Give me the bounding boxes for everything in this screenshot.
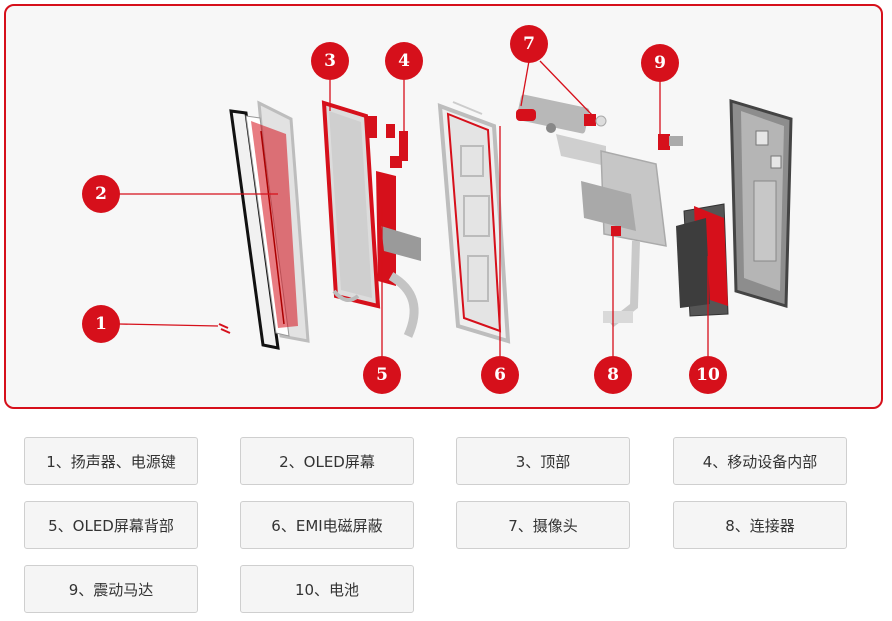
top-frame-part [321,100,381,309]
callout-3: 3 [311,42,349,80]
svg-text:2: 2 [95,184,107,204]
exploded-diagram-panel: 1 2 3 4 5 6 7 8 9 10 [4,4,883,409]
legend-item-7[interactable]: 7、摄像头 [456,501,630,549]
svg-text:7: 7 [523,34,535,54]
legend-item-9[interactable]: 9、震动马达 [24,565,198,613]
legend-item-2[interactable]: 2、OLED屏幕 [240,437,414,485]
legend-item-8[interactable]: 8、连接器 [673,501,847,549]
svg-text:8: 8 [607,365,619,385]
svg-text:10: 10 [696,365,720,385]
legend-item-3[interactable]: 3、顶部 [456,437,630,485]
callout-1: 1 [82,305,120,343]
back-cover-part [729,98,793,309]
legend-item-5[interactable]: 5、OLED屏幕背部 [24,501,198,549]
callout-6: 6 [481,356,519,394]
svg-text:1: 1 [95,314,107,334]
emi-shield-part [437,101,511,344]
svg-text:9: 9 [654,53,666,73]
callout-5: 5 [363,356,401,394]
battery-part [676,203,729,317]
callout-7: 7 [510,25,548,63]
callout-4: 4 [385,42,423,80]
callout-2: 2 [82,175,120,213]
svg-text:5: 5 [376,365,388,385]
leader-lines [118,60,709,356]
front-glass-assembly [218,100,310,350]
callout-10: 10 [689,356,727,394]
legend-item-10[interactable]: 10、电池 [240,565,414,613]
connector-board-part [581,150,667,328]
legend-item-4[interactable]: 4、移动设备内部 [673,437,847,485]
camera-part [516,94,607,166]
legend-item-1[interactable]: 1、扬声器、电源键 [24,437,198,485]
svg-text:3: 3 [324,51,336,71]
svg-text:4: 4 [398,51,410,71]
svg-text:6: 6 [494,365,506,385]
callout-8: 8 [594,356,632,394]
callout-9: 9 [641,44,679,82]
vibration-motor-part [658,134,683,150]
phone-exploded-view: 1 2 3 4 5 6 7 8 9 10 [82,25,793,394]
legend-item-6[interactable]: 6、EMI电磁屏蔽 [240,501,414,549]
